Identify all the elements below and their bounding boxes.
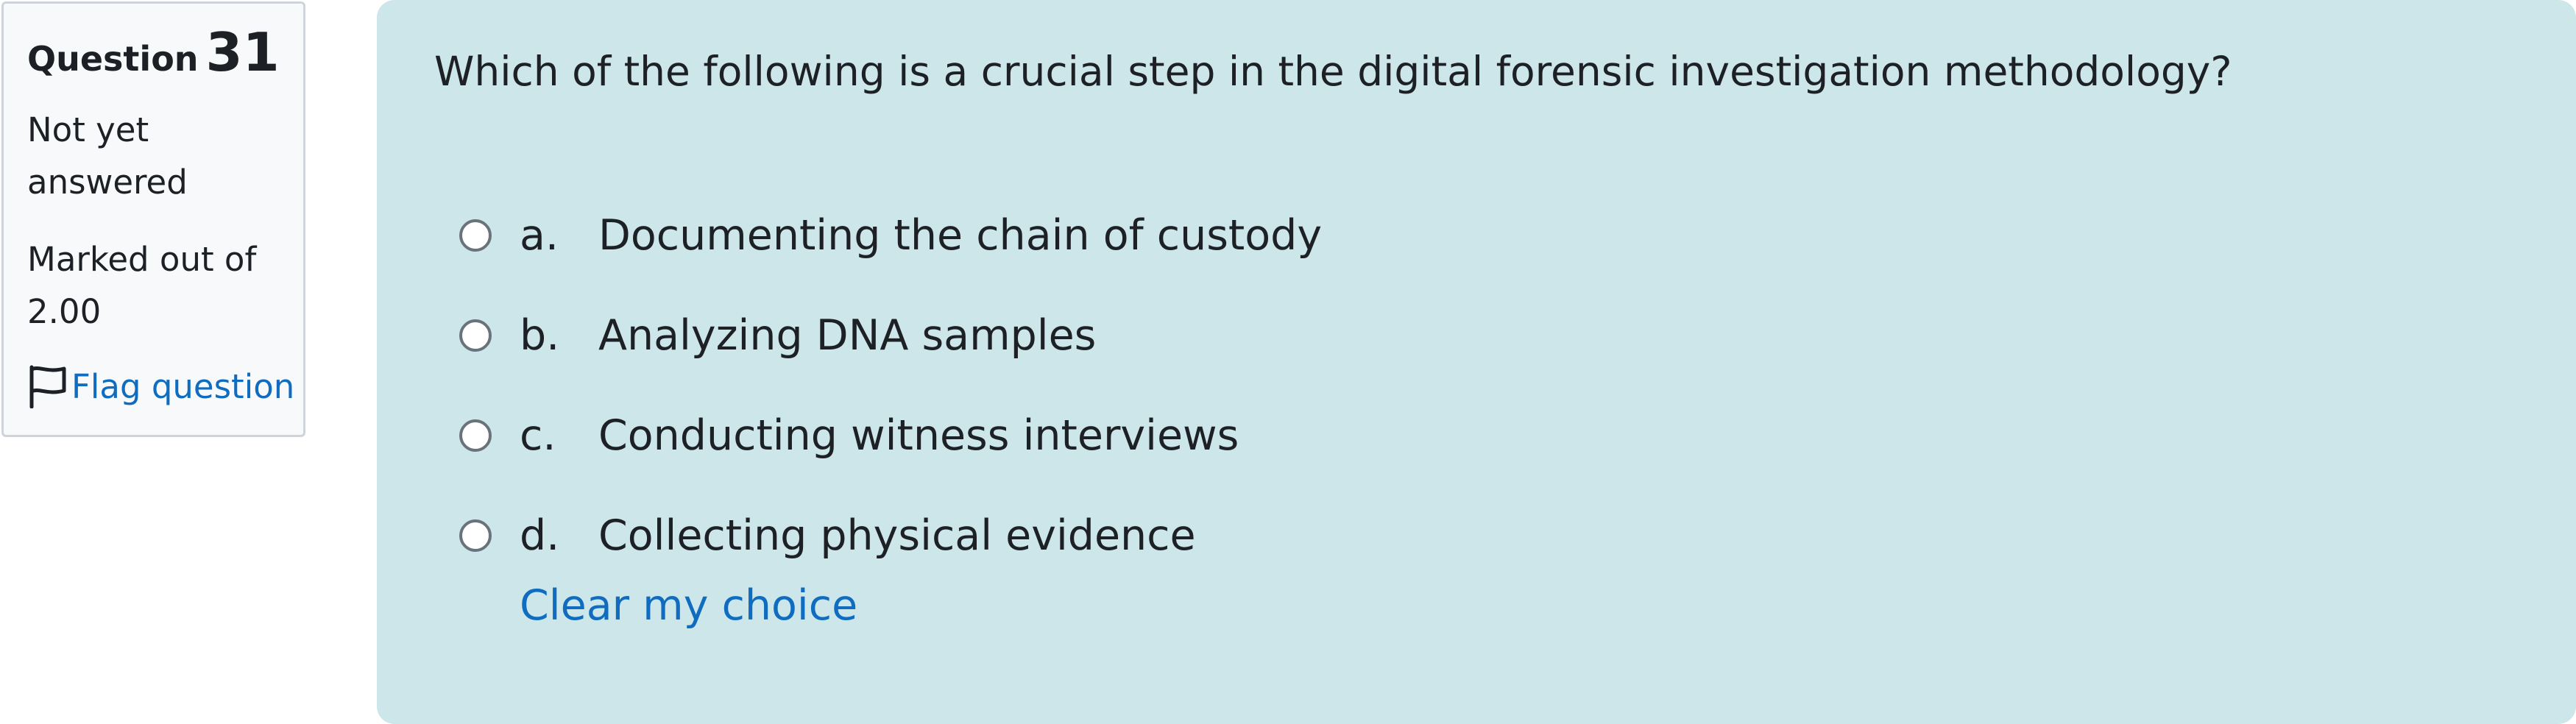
answer-text[interactable]: Documenting the chain of custody (598, 211, 1323, 260)
answer-option-c[interactable]: c. Conducting witness interviews (459, 386, 1322, 486)
question-number: 31 (205, 21, 280, 83)
radio-button[interactable] (459, 519, 492, 552)
answer-list: a. Documenting the chain of custody b. A… (459, 185, 1322, 586)
radio-button[interactable] (459, 219, 492, 252)
answer-option-d[interactable]: d. Collecting physical evidence (459, 486, 1322, 586)
answer-text[interactable]: Conducting witness interviews (598, 411, 1239, 460)
answer-letter: d. (520, 511, 560, 560)
answer-letter: b. (520, 311, 560, 360)
question-state: Not yet answered (27, 110, 188, 202)
flag-question-link[interactable]: Flag question (27, 364, 303, 409)
radio-button[interactable] (459, 319, 492, 352)
question-label: Question (27, 39, 199, 79)
question-grade: Marked out of 2.00 (27, 240, 257, 331)
answer-letter: c. (520, 411, 556, 460)
answer-text[interactable]: Collecting physical evidence (598, 511, 1196, 560)
flag-icon (27, 364, 68, 409)
question-text: Which of the following is a crucial step… (434, 48, 2232, 95)
answer-text[interactable]: Analyzing DNA samples (598, 311, 1097, 360)
answer-letter: a. (520, 211, 559, 260)
answer-option-a[interactable]: a. Documenting the chain of custody (459, 185, 1322, 285)
flag-question-label[interactable]: Flag question (71, 366, 295, 406)
answer-option-b[interactable]: b. Analyzing DNA samples (459, 285, 1322, 386)
question-panel: Which of the following is a crucial step… (377, 0, 2576, 724)
clear-my-choice-link[interactable]: Clear my choice (520, 581, 858, 630)
radio-button[interactable] (459, 419, 492, 452)
